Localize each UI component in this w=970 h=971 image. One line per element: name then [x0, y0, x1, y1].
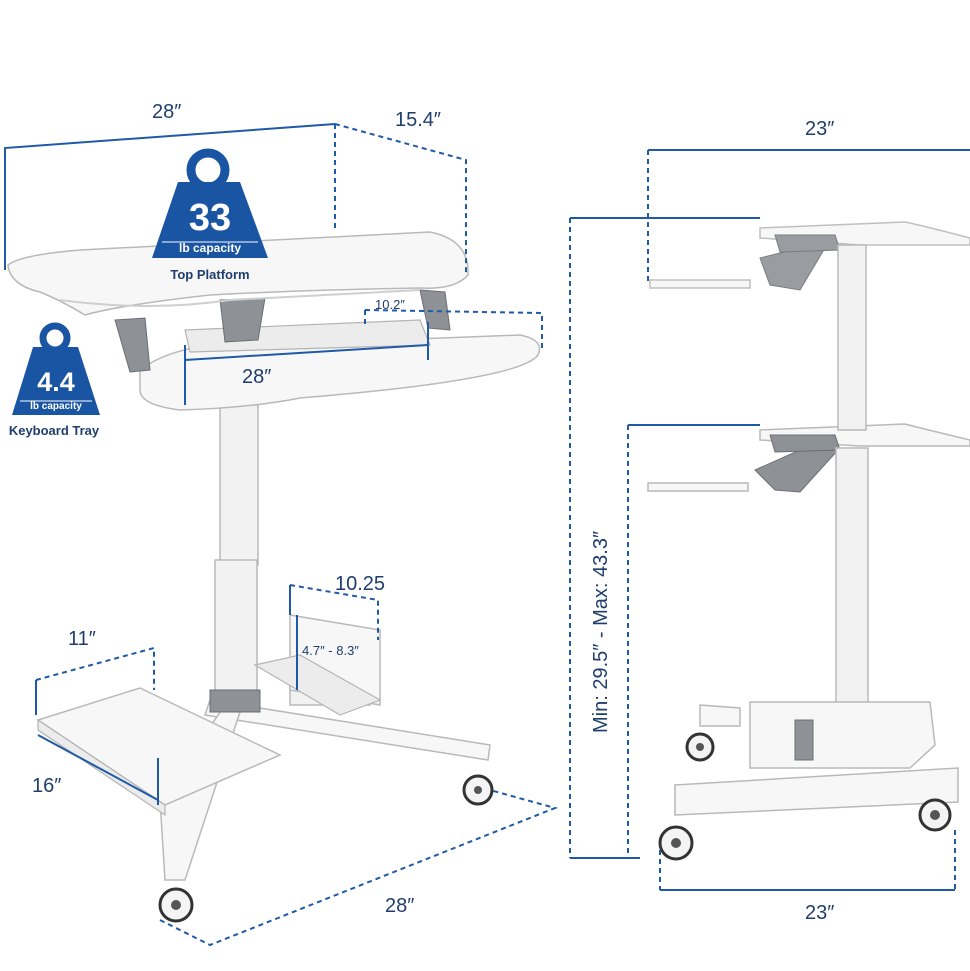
- top-capacity-badge: 33 lb capacity Top Platform: [152, 148, 268, 282]
- top-platform: [7, 231, 469, 316]
- side-base-depth-label: 23″: [805, 902, 834, 924]
- front-view-cart: [7, 231, 541, 923]
- top-capacity-value: 33: [189, 197, 231, 239]
- weight-icon: [152, 148, 268, 258]
- tray-capacity-unit: lb capacity: [30, 401, 82, 412]
- top-depth-label: 15.4″: [395, 109, 441, 131]
- cpu-width-label: 10.25: [335, 573, 385, 595]
- lift-brackets: [114, 289, 451, 373]
- top-width-label: 28″: [152, 101, 181, 123]
- weight-icon: [12, 322, 100, 415]
- mouse-width-label: 11″: [68, 628, 96, 650]
- dimension-lines-right: [569, 149, 970, 891]
- tray-width-label: 28″: [242, 366, 271, 388]
- cpu-holder: [253, 614, 382, 716]
- side-height-range-label: Min: 29.5″ - Max: 43.3″: [590, 531, 612, 733]
- center-pole: [209, 404, 261, 713]
- base-width-label: 28″: [385, 895, 414, 917]
- side-top-min: [647, 423, 970, 493]
- keyboard-tray: [139, 319, 541, 411]
- tray-depth-label: 10.2″: [375, 297, 405, 312]
- cpu-range-label: 4.7″ - 8.3″: [302, 643, 359, 658]
- side-view-cart: [647, 221, 970, 861]
- tray-capacity-caption: Keyboard Tray: [9, 423, 100, 438]
- side-top-depth-label: 23″: [805, 118, 834, 140]
- casters: [158, 774, 494, 923]
- top-capacity-unit: lb capacity: [179, 241, 241, 255]
- mouse-depth-label: 16″: [32, 775, 61, 797]
- tray-capacity-value: 4.4: [37, 367, 75, 397]
- dimension-lines-left: [4, 123, 559, 947]
- tray-capacity-badge: 4.4 lb capacity Keyboard Tray: [9, 322, 100, 438]
- side-top-max: [649, 221, 970, 291]
- top-capacity-caption: Top Platform: [170, 267, 249, 282]
- side-tray: [36, 687, 282, 817]
